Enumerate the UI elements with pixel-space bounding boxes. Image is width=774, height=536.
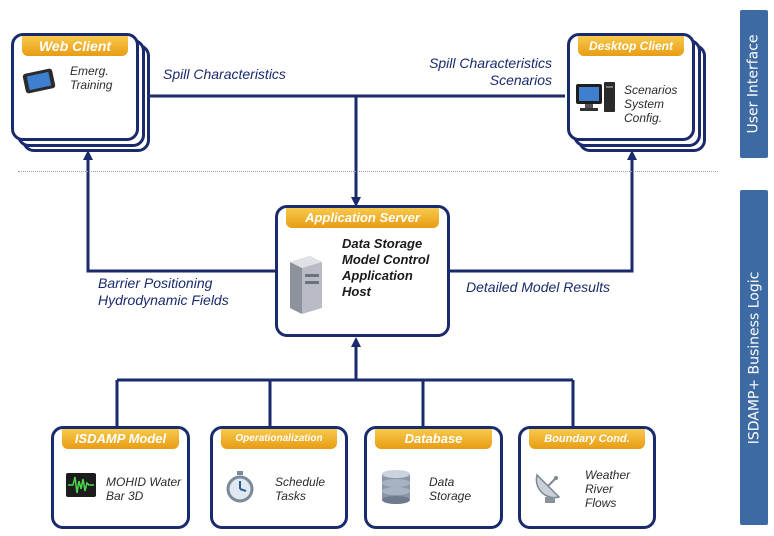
module-title: Database xyxy=(375,429,492,449)
desktop-client-line: Config. xyxy=(624,111,663,125)
module-boundary-conditions: Boundary Cond. Weather River Flows xyxy=(518,426,656,529)
app-server-line: Application xyxy=(342,268,413,283)
module-line: Storage xyxy=(429,489,472,503)
web-client-line: Emerg. xyxy=(70,64,109,78)
module-isdamp-model: ISDAMP Model MOHID Water Bar 3D xyxy=(51,426,190,529)
label-line: Barrier Positioning xyxy=(98,275,213,291)
side-tab-label: ISDAMP+ Business Logic xyxy=(746,271,763,444)
desktop-client-box: Desktop Client Scenarios System Config. xyxy=(567,33,695,141)
label-line: Hydrodynamic Fields xyxy=(98,292,229,308)
module-operationalization: Operationalization Schedule Tasks xyxy=(210,426,348,529)
label-barrier-hydrodynamic: Barrier Positioning Hydrodynamic Fields xyxy=(98,275,229,309)
module-line: River xyxy=(585,482,614,496)
desktop-client-title: Desktop Client xyxy=(578,36,684,56)
tablet-icon xyxy=(22,68,56,94)
module-line: Weather xyxy=(585,468,631,482)
application-server-box: Application Server Data Storage Model Co… xyxy=(275,205,450,337)
application-server-title: Application Server xyxy=(286,208,439,228)
arrow-to-web-client xyxy=(83,150,275,273)
module-line: Bar 3D xyxy=(106,489,144,503)
label-spill-characteristics-left: Spill Characteristics xyxy=(163,66,286,82)
app-server-line: Model Control xyxy=(342,252,430,267)
module-title: Operationalization xyxy=(221,429,337,449)
web-client-box: Web Client Emerg. Training xyxy=(11,33,139,141)
side-tab-user-interface: User Interface xyxy=(740,10,768,158)
desktop-computer-icon xyxy=(576,82,615,112)
side-tab-business-logic: ISDAMP+ Business Logic xyxy=(740,190,768,525)
label-spill-characteristics-right: Spill Characteristics Scenarios xyxy=(408,55,552,89)
layer-divider xyxy=(18,171,718,172)
satellite-dish-icon xyxy=(535,473,561,503)
web-client-title: Web Client xyxy=(22,36,128,56)
arrow-to-desktop-client xyxy=(446,150,637,273)
web-client-line: Training xyxy=(70,78,113,92)
app-server-line: Host xyxy=(342,284,371,299)
waveform-icon xyxy=(66,473,96,497)
database-icon xyxy=(382,470,410,504)
module-line: Schedule xyxy=(275,475,326,489)
module-line: Data xyxy=(429,475,455,489)
module-title: Boundary Cond. xyxy=(529,429,645,449)
label-line: Scenarios xyxy=(489,72,552,88)
label-detailed-model-results: Detailed Model Results xyxy=(466,279,610,295)
module-line: Flows xyxy=(585,496,617,510)
stopwatch-icon xyxy=(226,471,254,503)
label-line: Spill Characteristics xyxy=(429,55,552,71)
side-tab-label: User Interface xyxy=(746,34,763,134)
server-icon xyxy=(290,256,322,314)
desktop-client-line: Scenarios xyxy=(624,83,678,97)
app-server-line: Data Storage xyxy=(342,236,423,251)
module-database: Database Data Storage xyxy=(364,426,503,529)
module-line: Tasks xyxy=(275,489,306,503)
desktop-client-line: System xyxy=(624,97,665,111)
module-line: MOHID Water xyxy=(106,475,182,489)
module-title: ISDAMP Model xyxy=(62,429,179,449)
